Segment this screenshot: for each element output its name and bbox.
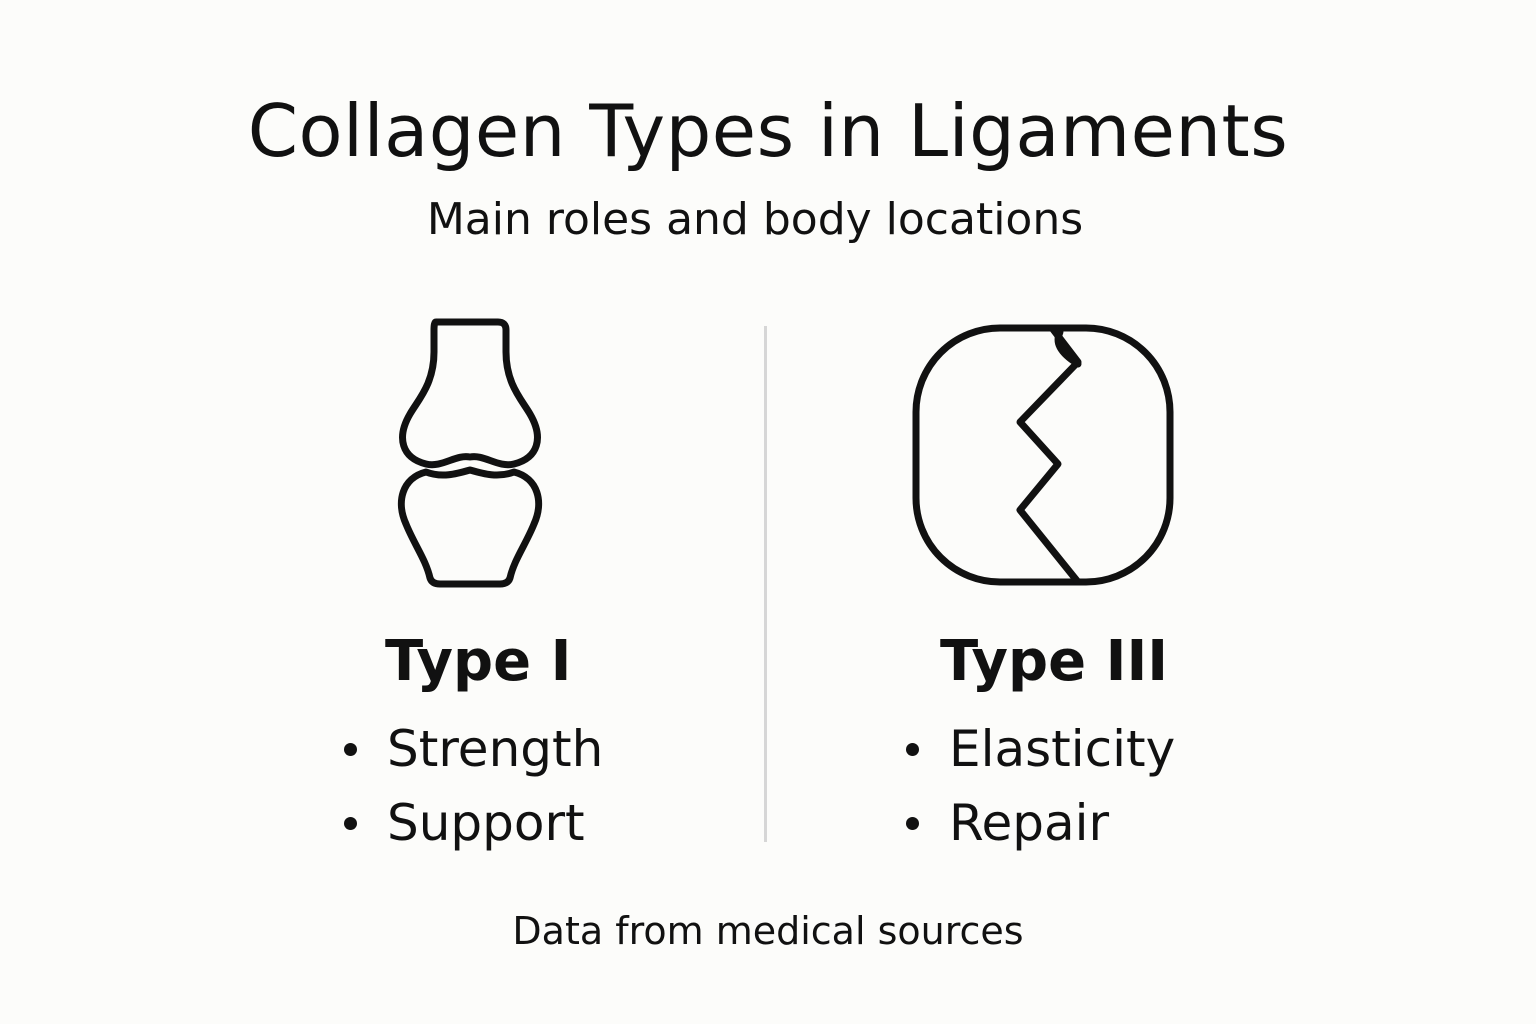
bullet-dot-icon — [906, 816, 919, 830]
source-note: Data from medical sources — [512, 909, 1024, 953]
list-item-label: Repair — [949, 794, 1110, 852]
list-item: Strength — [344, 712, 603, 786]
fracture-icon — [902, 314, 1184, 596]
type-i-heading: Type I — [385, 629, 572, 694]
list-item-label: Support — [387, 794, 585, 852]
bullet-dot-icon — [344, 742, 357, 756]
bullet-dot-icon — [344, 816, 357, 830]
list-item: Support — [344, 786, 603, 860]
list-item-label: Strength — [387, 720, 604, 778]
list-item: Elasticity — [906, 712, 1175, 786]
knee-joint-icon — [380, 312, 560, 602]
type-iii-heading: Type III — [940, 629, 1169, 694]
type-iii-bullet-list: Elasticity Repair — [906, 712, 1175, 860]
list-item-label: Elasticity — [949, 720, 1176, 778]
type-i-bullet-list: Strength Support — [344, 712, 603, 860]
column-divider — [764, 326, 767, 842]
list-item: Repair — [906, 786, 1175, 860]
page-title: Collagen Types in Ligaments — [247, 89, 1289, 173]
page-subtitle: Main roles and body locations — [426, 194, 1084, 245]
bullet-dot-icon — [906, 742, 919, 756]
